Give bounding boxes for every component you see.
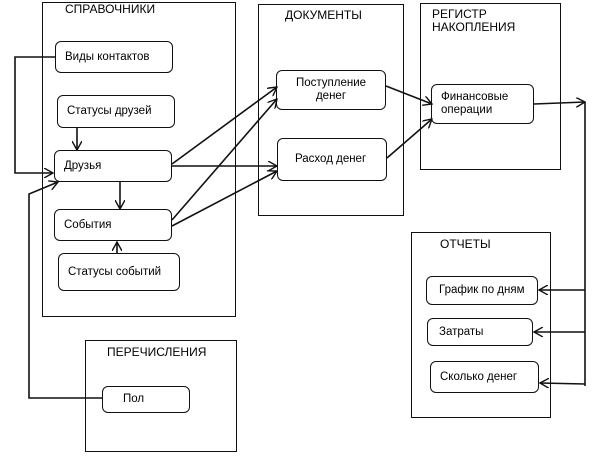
node-how-much[interactable]: Сколько денег <box>430 361 539 393</box>
node-friend-statuses[interactable]: Статусы друзей <box>57 95 175 128</box>
node-expense[interactable]: Расход денег <box>277 138 387 181</box>
group-reference-title: СПРАВОЧНИКИ <box>65 2 156 16</box>
node-gender[interactable]: Пол <box>102 386 190 413</box>
node-contact-types[interactable]: Виды контактов <box>55 41 173 73</box>
node-costs[interactable]: Затраты <box>427 318 533 346</box>
group-reports-title: ОТЧЕТЫ <box>440 237 491 251</box>
node-fin-ops[interactable]: Финансовые операции <box>431 84 534 124</box>
node-events[interactable]: События <box>54 209 172 241</box>
group-register-title: РЕГИСТР НАКОПЛЕНИЯ <box>432 7 516 34</box>
node-event-statuses[interactable]: Статусы событий <box>58 253 180 291</box>
group-enums-title: ПЕРЕЧИСЛЕНИЯ <box>107 345 207 359</box>
node-friends[interactable]: Друзья <box>54 150 172 182</box>
node-daily-chart[interactable]: График по дням <box>426 276 538 305</box>
node-income[interactable]: Поступление денег <box>276 70 386 110</box>
group-documents <box>258 4 404 216</box>
group-documents-title: ДОКУМЕНТЫ <box>285 8 362 22</box>
